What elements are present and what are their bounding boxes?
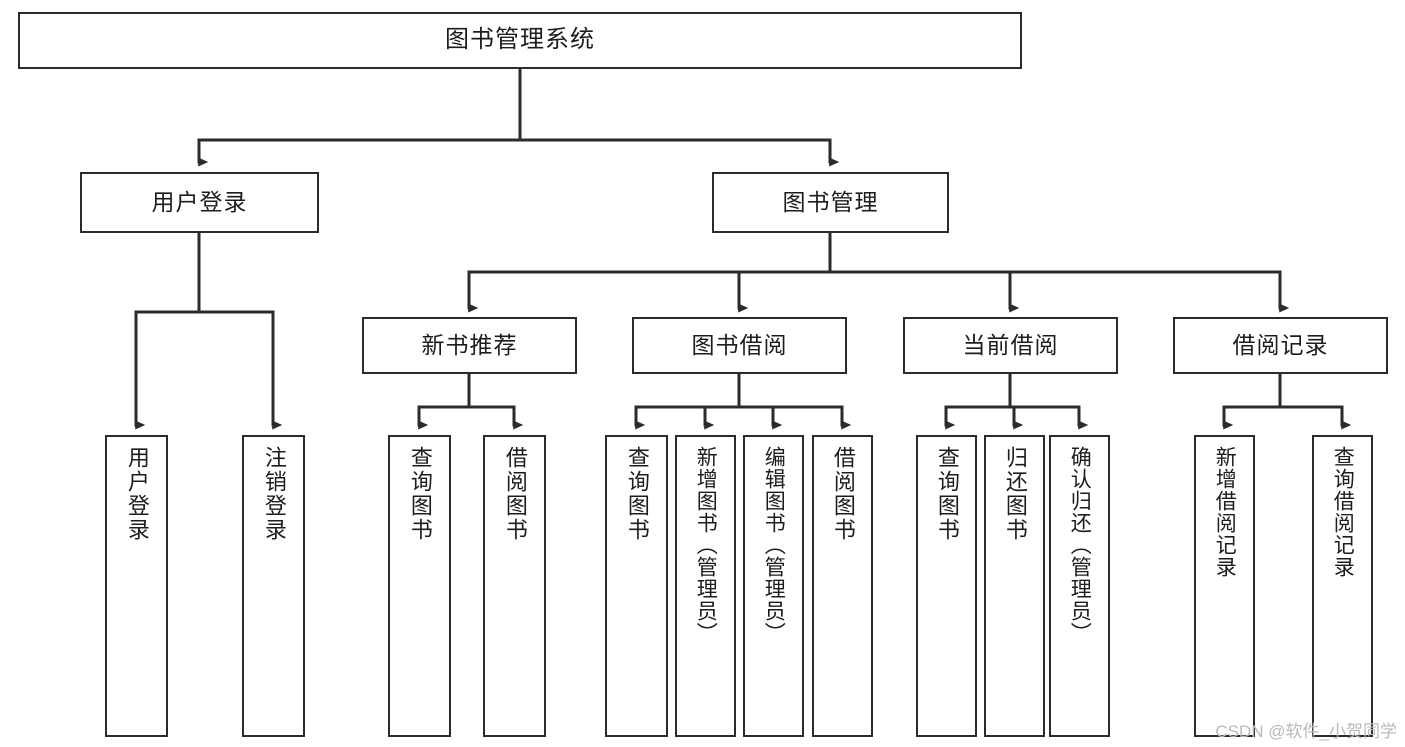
node-current-borrow[interactable]: 当前借阅 [903, 317, 1118, 374]
node-label: 用户登录 [124, 446, 150, 542]
node-label: 图书管理 [782, 188, 879, 215]
node-leaf-add-book-admin[interactable]: 新增图书（管理员） [675, 435, 736, 737]
node-label: 新增图书（管理员） [694, 446, 718, 644]
node-label: 用户登录 [151, 188, 248, 215]
node-label: 编辑图书（管理员） [762, 446, 786, 644]
node-label: 查询图书 [624, 446, 650, 542]
node-leaf-confirm-return-admin[interactable]: 确认归还（管理员） [1049, 435, 1110, 737]
node-leaf-borrow-book-new-recommend[interactable]: 借阅图书 [483, 435, 546, 737]
node-leaf-user-login[interactable]: 用户登录 [105, 435, 168, 737]
node-label: 借阅图书 [830, 446, 856, 542]
node-leaf-query-borrow-record[interactable]: 查询借阅记录 [1312, 435, 1373, 737]
node-new-book-recommend[interactable]: 新书推荐 [362, 317, 577, 374]
node-label: 查询图书 [934, 446, 960, 542]
node-label: 图书管理系统 [445, 26, 595, 54]
node-label: 查询借阅记录 [1331, 446, 1355, 578]
node-label: 归还图书 [1002, 446, 1028, 542]
node-label: 新书推荐 [421, 331, 518, 358]
node-book-management[interactable]: 图书管理 [712, 172, 949, 233]
node-label: 借阅记录 [1232, 331, 1329, 358]
node-label: 新增借阅记录 [1213, 446, 1237, 578]
node-book-borrow[interactable]: 图书借阅 [632, 317, 847, 374]
node-leaf-user-logout[interactable]: 注销登录 [242, 435, 305, 737]
node-leaf-query-book-borrow[interactable]: 查询图书 [605, 435, 668, 737]
node-leaf-return-book[interactable]: 归还图书 [984, 435, 1045, 737]
node-label: 注销登录 [261, 446, 287, 542]
node-leaf-edit-book-admin[interactable]: 编辑图书（管理员） [743, 435, 804, 737]
node-root-book-management-system[interactable]: 图书管理系统 [18, 12, 1022, 69]
node-label: 图书借阅 [691, 331, 788, 358]
node-label: 查询图书 [407, 446, 433, 542]
node-leaf-query-book-current[interactable]: 查询图书 [916, 435, 977, 737]
node-leaf-add-borrow-record[interactable]: 新增借阅记录 [1194, 435, 1255, 737]
node-leaf-borrow-book-borrow[interactable]: 借阅图书 [812, 435, 873, 737]
node-user-login[interactable]: 用户登录 [80, 172, 319, 233]
node-label: 借阅图书 [502, 446, 528, 542]
node-leaf-query-book-new-recommend[interactable]: 查询图书 [388, 435, 451, 737]
node-label: 确认归还（管理员） [1068, 446, 1092, 644]
node-label: 当前借阅 [962, 331, 1059, 358]
node-borrow-record[interactable]: 借阅记录 [1173, 317, 1388, 374]
